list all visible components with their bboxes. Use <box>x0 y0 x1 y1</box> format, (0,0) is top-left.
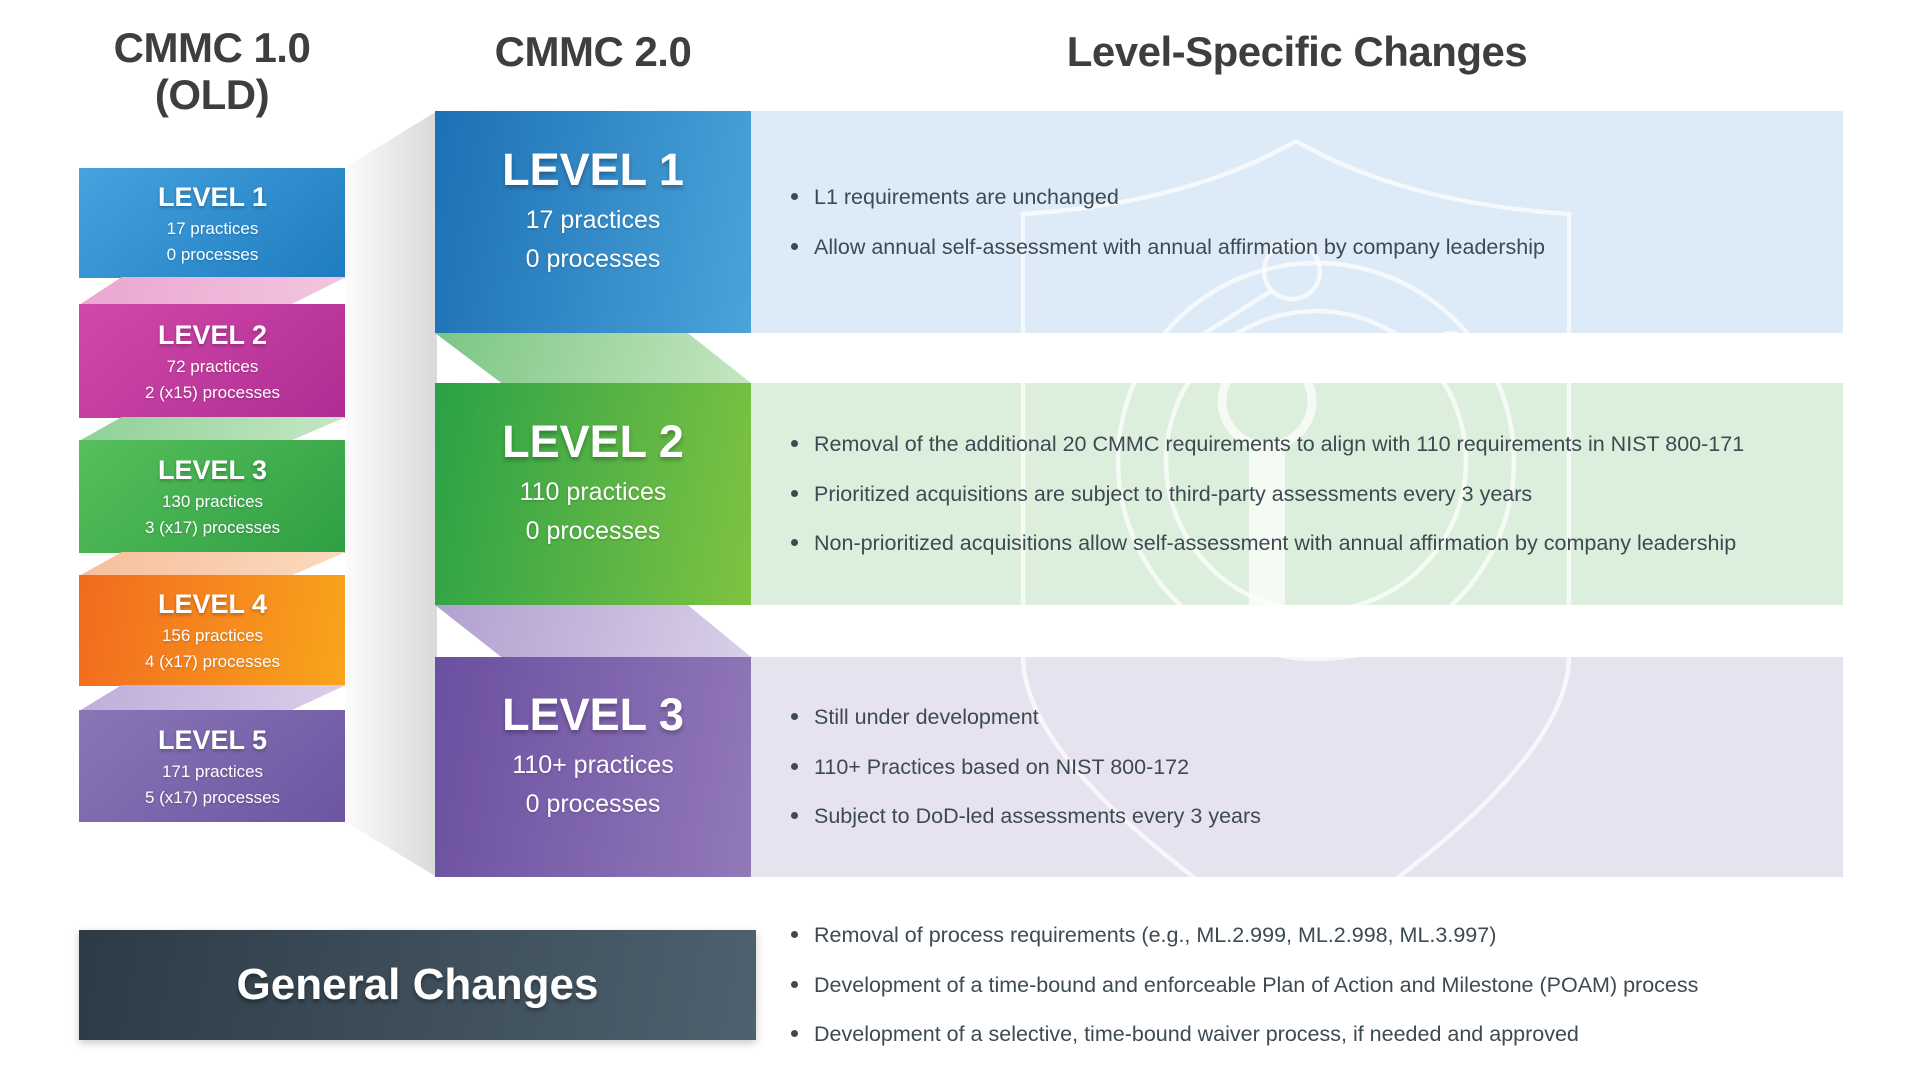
new-level-2-practices: 110 practices <box>519 478 667 506</box>
old-to-new-funnel-shape <box>345 111 437 877</box>
bullet-text: L1 requirements are unchanged <box>814 184 1119 209</box>
old-connector-1-2 <box>79 277 346 305</box>
old-level-3-title: LEVEL 3 <box>157 455 268 485</box>
old-level-1-box: LEVEL 1 17 practices 0 processes <box>79 168 346 278</box>
list-item: Development of a time-bound and enforcea… <box>791 972 1851 999</box>
old-level-4-box: LEVEL 4 156 practices 4 (x17) processes <box>79 575 346 686</box>
bullet-icon <box>791 980 798 988</box>
old-level-1-title: LEVEL 1 <box>157 181 268 212</box>
bullet-text: Development of a selective, time-bound w… <box>814 1022 1579 1047</box>
bullet-text: Development of a time-bound and enforcea… <box>814 972 1699 997</box>
list-item: Subject to DoD-led assessments every 3 y… <box>791 803 1813 830</box>
old-level-5-practices: 171 practices <box>161 761 264 781</box>
list-item: Prioritized acquisitions are subject to … <box>791 481 1813 508</box>
new-connector-2-3 <box>435 605 751 657</box>
list-item: Still under development <box>791 704 1813 731</box>
new-level-2-processes: 0 processes <box>525 517 661 545</box>
new-level-1-processes: 0 processes <box>525 245 661 273</box>
bullet-icon <box>791 1030 798 1038</box>
old-level-5-title: LEVEL 5 <box>157 724 268 755</box>
new-level-3-title: LEVEL 3 <box>502 689 684 740</box>
list-item: Non-prioritized acquisitions allow self-… <box>791 530 1813 557</box>
old-level-1-practices: 17 practices <box>166 218 259 238</box>
list-item: Development of a selective, time-bound w… <box>791 1021 1851 1048</box>
old-connector-3-4 <box>79 552 346 576</box>
new-connector-1-2 <box>435 333 751 383</box>
level-3-changes-list: Still under development 110+ Practices b… <box>751 657 1843 877</box>
new-level-3-box: LEVEL 3 110+ practices 0 processes <box>435 657 751 877</box>
bullet-text: Removal of process requirements (e.g., M… <box>814 922 1497 947</box>
general-changes-title: General Changes <box>236 960 599 1009</box>
new-level-1-practices: 17 practices <box>525 206 661 234</box>
bullet-icon <box>791 712 798 720</box>
old-column-header: CMMC 1.0 (OLD) <box>57 24 367 118</box>
bullet-text: Non-prioritized acquisitions allow self-… <box>814 531 1737 556</box>
old-level-3-processes: 3 (x17) processes <box>144 518 281 537</box>
bullet-text: Removal of the additional 20 CMMC requir… <box>814 431 1745 456</box>
bullet-text: Still under development <box>814 704 1039 729</box>
old-level-2-processes: 2 (x15) processes <box>144 382 281 402</box>
new-level-3-processes: 0 processes <box>525 790 661 818</box>
bullet-icon <box>791 439 798 447</box>
new-level-2-title: LEVEL 2 <box>502 416 684 467</box>
changes-column-header: Level-Specific Changes <box>1066 28 1528 75</box>
old-connector-2-3 <box>79 417 346 441</box>
bullet-text: Prioritized acquisitions are subject to … <box>814 481 1533 506</box>
old-column-header-line1: CMMC 1.0 <box>113 24 311 71</box>
old-level-4-practices: 156 practices <box>161 626 264 645</box>
old-level-5-processes: 5 (x17) processes <box>144 787 281 807</box>
old-level-4-title: LEVEL 4 <box>157 589 268 619</box>
old-level-2-title: LEVEL 2 <box>157 319 268 350</box>
bullet-icon <box>791 489 798 497</box>
old-level-3-box: LEVEL 3 130 practices 3 (x17) processes <box>79 440 346 553</box>
old-level-2-box: LEVEL 2 72 practices 2 (x15) processes <box>79 304 346 418</box>
list-item: Removal of process requirements (e.g., M… <box>791 922 1851 949</box>
bullet-icon <box>791 812 798 820</box>
new-level-1-title: LEVEL 1 <box>502 144 684 195</box>
old-connector-4-5 <box>79 685 346 711</box>
new-level-3-practices: 110+ practices <box>512 751 674 779</box>
general-changes-list: Removal of process requirements (e.g., M… <box>751 923 1881 1046</box>
new-column-header: CMMC 2.0 <box>494 28 692 75</box>
bullet-text: Subject to DoD-led assessments every 3 y… <box>814 804 1261 829</box>
bullet-icon <box>791 762 798 770</box>
old-level-1-processes: 0 processes <box>166 244 259 264</box>
level-3-changes-panel: Still under development 110+ Practices b… <box>751 657 1843 877</box>
level-2-changes-panel: Removal of the additional 20 CMMC requir… <box>751 383 1843 605</box>
old-level-3-practices: 130 practices <box>161 492 264 511</box>
bullet-icon <box>791 930 798 938</box>
bullet-text: Allow annual self-assessment with annual… <box>814 234 1545 259</box>
level-2-changes-list: Removal of the additional 20 CMMC requir… <box>751 383 1843 605</box>
list-item: Allow annual self-assessment with annual… <box>791 234 1813 261</box>
level-1-changes-panel: L1 requirements are unchanged Allow annu… <box>751 111 1843 333</box>
general-changes-box: General Changes <box>79 930 756 1040</box>
old-column-header-line2: (OLD) <box>154 71 270 119</box>
bullet-text: 110+ Practices based on NIST 800-172 <box>814 754 1190 779</box>
bullet-icon <box>791 539 798 547</box>
list-item: 110+ Practices based on NIST 800-172 <box>791 754 1813 781</box>
bullet-icon <box>791 192 798 200</box>
old-level-5-box: LEVEL 5 171 practices 5 (x17) processes <box>79 710 346 822</box>
level-1-changes-list: L1 requirements are unchanged Allow annu… <box>751 111 1843 333</box>
list-item: L1 requirements are unchanged <box>791 184 1813 211</box>
new-level-1-box: LEVEL 1 17 practices 0 processes <box>435 111 751 333</box>
old-level-2-practices: 72 practices <box>166 356 259 376</box>
bullet-icon <box>791 242 798 250</box>
old-level-4-processes: 4 (x17) processes <box>144 652 281 671</box>
new-level-2-box: LEVEL 2 110 practices 0 processes <box>435 383 751 605</box>
general-changes-panel: Removal of process requirements (e.g., M… <box>751 923 1881 1046</box>
list-item: Removal of the additional 20 CMMC requir… <box>791 431 1813 458</box>
